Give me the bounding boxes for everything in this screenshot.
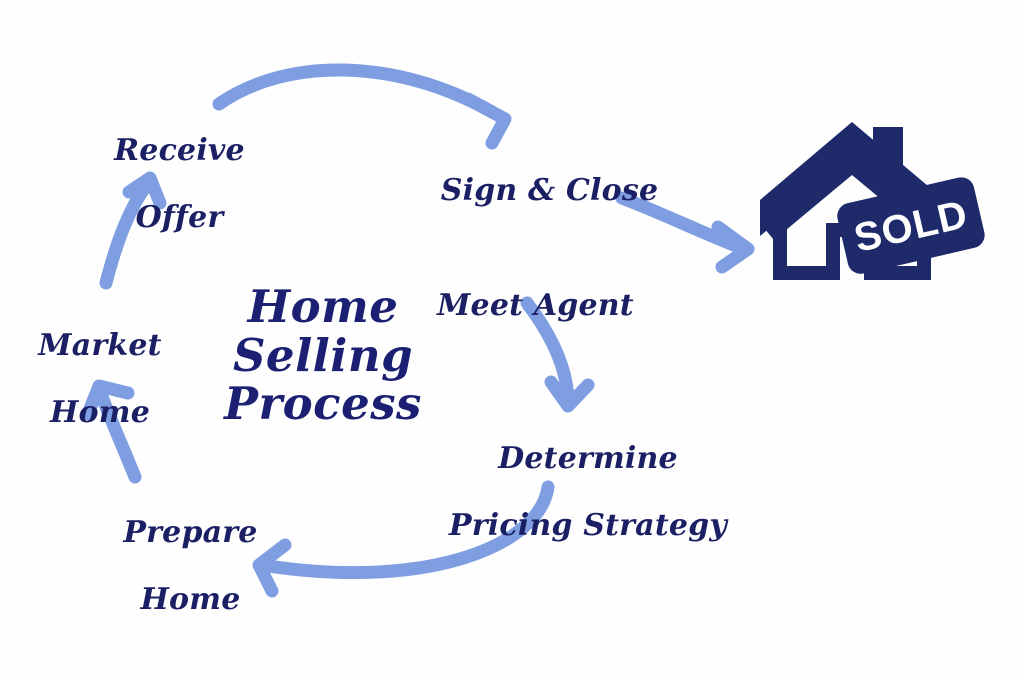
sold-house-graphic: SOLD	[744, 118, 994, 293]
arrow-determine-pricing-to-prepare-home	[252, 480, 555, 598]
page-title-line-2: Selling	[232, 328, 414, 382]
step-label-determine-pricing-strategy: Determine Pricing Strategy	[438, 408, 738, 576]
step-label-receive-offer: Receive Offer	[92, 100, 267, 268]
step-label-prepare-home-line-1: Prepare	[123, 514, 258, 550]
page-title-line-1: Home	[247, 280, 399, 333]
page-title: Home Selling Process	[198, 280, 448, 431]
step-label-receive-offer-line-1: Receive	[114, 132, 245, 168]
page-title-line-3: Process	[224, 377, 422, 431]
arrow-receive-offer-to-sign-close	[212, 63, 512, 150]
step-label-sign-close-line-1: Sign & Close	[440, 172, 659, 208]
step-label-market-home-line-2: Home	[50, 394, 150, 430]
step-label-sign-close: Sign & Close	[437, 140, 662, 241]
arrow-prepare-home-to-market-home	[81, 379, 142, 484]
step-label-market-home-line-1: Market	[38, 327, 162, 363]
step-label-meet-agent: Meet Agent	[428, 255, 643, 356]
step-label-market-home: Market Home	[20, 295, 180, 463]
step-label-receive-offer-line-2: Offer	[135, 199, 224, 235]
arrow-market-home-to-receive-offer	[99, 171, 167, 290]
arrow-sign-close-to-sold-house	[615, 191, 755, 274]
step-label-determine-pricing-line-2: Pricing Strategy	[449, 507, 727, 543]
step-label-determine-pricing-line-1: Determine	[498, 440, 678, 476]
arrow-meet-agent-to-determine-pricing	[520, 296, 595, 413]
step-label-prepare-home: Prepare Home	[103, 482, 278, 650]
step-label-meet-agent-line-1: Meet Agent	[437, 287, 634, 323]
sold-tag: SOLD	[837, 177, 985, 274]
step-label-prepare-home-line-2: Home	[140, 581, 241, 617]
